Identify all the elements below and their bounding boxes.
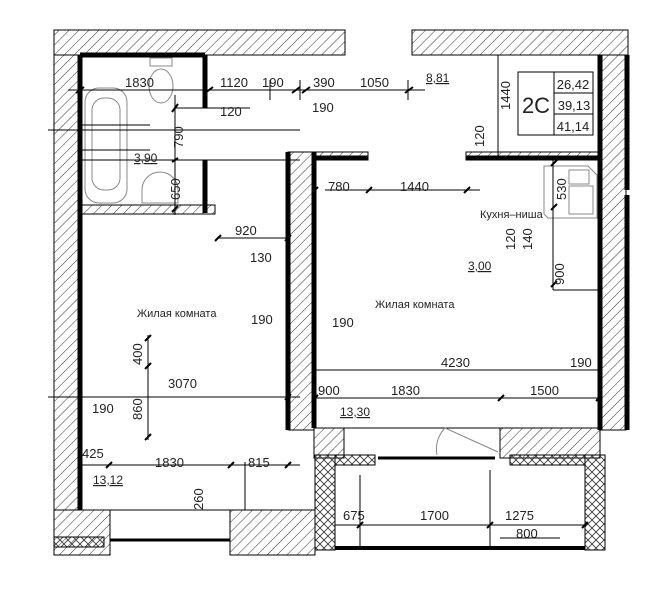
dim-label: 140: [520, 228, 535, 250]
dim-label: 920: [235, 223, 257, 238]
dimension-labels: 1830 1120 190 390 1050 8,81 190 120 790 …: [82, 71, 592, 541]
total-area-value: 39,13: [558, 98, 591, 113]
dim-label: 1830: [155, 455, 184, 470]
living-room-left-area: 13,12: [93, 473, 123, 487]
dim-label: 390: [313, 75, 335, 90]
dim-label: 900: [552, 263, 567, 285]
dim-label: 530: [554, 178, 569, 200]
dimension-lines: [48, 55, 603, 548]
bathroom-area: 3,90: [134, 151, 158, 165]
apartment-type: 2С: [522, 93, 550, 118]
dim-label: 1700: [420, 508, 449, 523]
dim-label: 780: [328, 179, 350, 194]
dim-label: 675: [343, 508, 365, 523]
living-room-left-label: Жилая комната: [137, 308, 217, 320]
dim-label: 790: [171, 126, 186, 148]
kitchen-label: Кухня–ниша: [480, 209, 544, 221]
dim-label: 860: [130, 398, 145, 420]
dim-label: 650: [168, 178, 183, 200]
dim-label: 120: [220, 104, 242, 119]
dim-label: 260: [191, 488, 206, 510]
dim-label: 190: [332, 315, 354, 330]
dim-label: 130: [250, 250, 272, 265]
dim-label: 190: [251, 312, 273, 327]
dim-label: 400: [130, 343, 145, 365]
walls: [53, 29, 630, 556]
total-area-with-balcony-value: 41,14: [557, 119, 590, 134]
dim-label: 3070: [168, 376, 197, 391]
toilet-icon: [148, 57, 174, 104]
dim-label: 1275: [505, 508, 534, 523]
dim-label: 425: [82, 446, 104, 461]
dim-label: 800: [516, 526, 538, 541]
dim-label: 190: [262, 75, 284, 90]
dim-label: 120: [503, 228, 518, 250]
kitchen-area: 3,00: [468, 259, 492, 273]
dim-label: 1830: [391, 383, 420, 398]
dim-label: 120: [472, 125, 487, 147]
dim-label: 190: [312, 100, 334, 115]
dim-label: 190: [570, 355, 592, 370]
dim-label: 1120: [220, 75, 248, 90]
dim-label: 815: [248, 455, 270, 470]
dim-label: 1830: [125, 75, 154, 90]
sink-icon: [141, 171, 179, 204]
living-room-right-label: Жилая комната: [375, 299, 455, 311]
dim-label: 1440: [400, 179, 429, 194]
bathtub-icon: [84, 87, 128, 204]
hall-area: 8,81: [426, 71, 450, 85]
dim-label: 1500: [530, 383, 559, 398]
dim-label: 4230: [441, 355, 470, 370]
dim-label: 1440: [498, 81, 513, 110]
dim-label: 190: [92, 401, 114, 416]
kitchen-sink-icon: [543, 165, 598, 219]
apartment-type-table: 2С 26,42 39,13 41,14: [517, 71, 594, 136]
living-area-value: 26,42: [557, 77, 590, 92]
living-room-right-area: 13,30: [340, 405, 370, 419]
dim-label: 1050: [360, 75, 389, 90]
dim-label: 900: [318, 383, 340, 398]
